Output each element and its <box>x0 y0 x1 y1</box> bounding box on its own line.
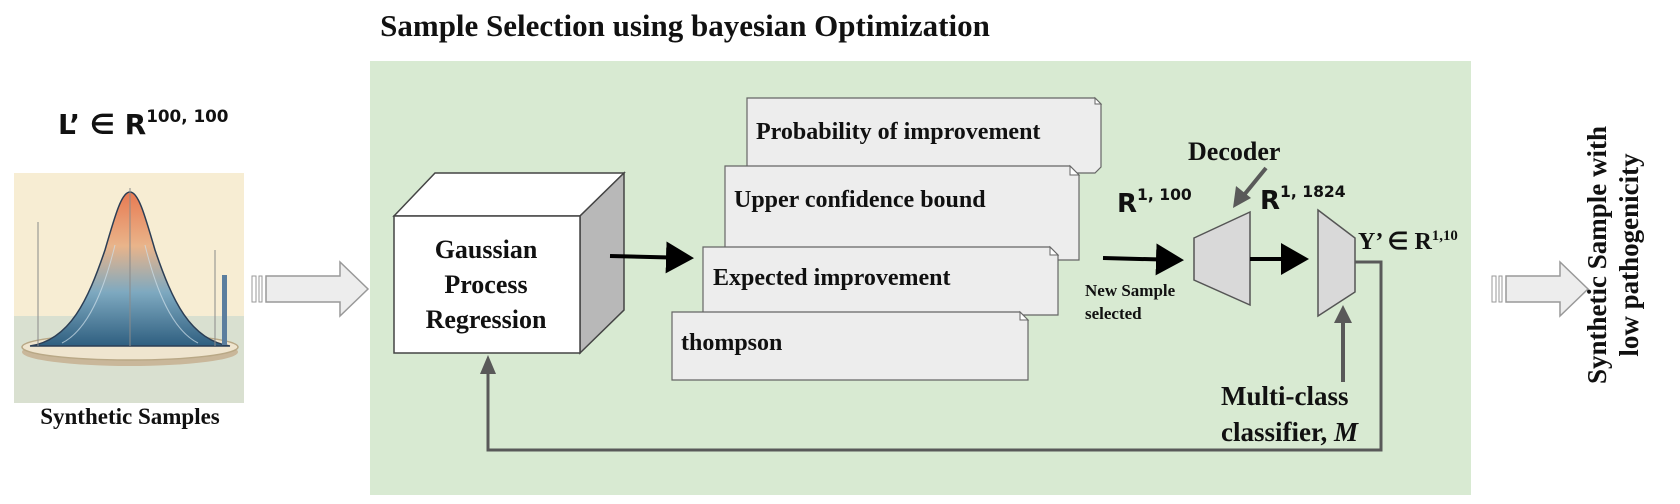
classifier-output-label: Y’ ∈ R1,10 <box>1358 228 1458 255</box>
decoder-block <box>1193 210 1251 307</box>
decoder-label: Decoder <box>1188 137 1281 166</box>
gaussian-process-box <box>392 171 626 355</box>
gpr-label: Gaussian Process Regression <box>425 235 547 334</box>
gpr-to-acquisition-arrow <box>609 241 694 274</box>
latent-space-label: L’ ∈ R100, 100 <box>58 105 229 141</box>
acquisition-probability-of-improvement: Probability of improvement <box>756 119 1041 145</box>
classifier-label: Multi-class classifier, M <box>1221 381 1358 447</box>
classifier-block <box>1317 208 1356 318</box>
classifier-pointer-arrow <box>1334 305 1352 382</box>
input-arrow <box>251 260 370 318</box>
acquisition-cards <box>671 96 1103 381</box>
output-arrow <box>1491 260 1590 318</box>
synthetic-samples-label: Synthetic Samples <box>40 404 220 429</box>
acquisition-thompson: thompson <box>681 330 783 356</box>
output-label: Synthetic Sample with low pathogenicity <box>1582 125 1644 385</box>
feedback-loop-arrow <box>480 260 1383 452</box>
decoder-output-label: R1, 1824 <box>1260 183 1346 216</box>
acquisition-expected-improvement: Expected improvement <box>713 265 951 291</box>
new-sample-label: New Sample selected <box>1085 281 1176 323</box>
latent-vector-label: R1, 100 <box>1117 186 1192 219</box>
acquisition-upper-confidence-bound: Upper confidence bound <box>734 187 986 213</box>
synthetic-sample-image <box>14 173 244 403</box>
diagram-title: Sample Selection using bayesian Optimiza… <box>380 8 990 43</box>
decoder-pointer-arrow <box>1233 166 1268 208</box>
acquisition-to-decoder-arrow <box>1102 243 1184 276</box>
